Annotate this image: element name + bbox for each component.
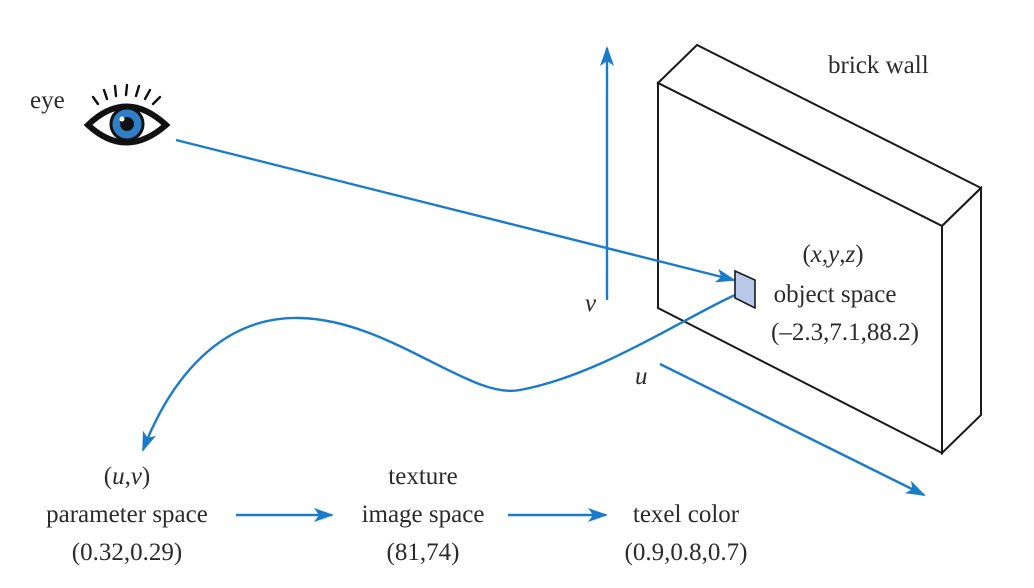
image-space-label: image space: [362, 501, 485, 528]
mapping-curve-arrow: [141, 293, 736, 452]
eye-label: eye: [30, 87, 65, 114]
texture-label: texture: [388, 463, 457, 490]
parameter-uv-label: (u,v): [104, 463, 151, 490]
u-axis-arrow: [659, 362, 926, 497]
parameter-space-label: parameter space: [46, 501, 208, 528]
object-space-patch: [734, 269, 756, 310]
brick-wall: [656, 43, 983, 456]
parameter-coords-label: (0.32,0.29): [72, 539, 182, 566]
image-coords-label: (81,74): [387, 539, 460, 566]
eye-icon: [83, 83, 171, 146]
eye-ray-arrow: [175, 138, 736, 283]
object-xyz-label: (x,y,z): [802, 241, 863, 268]
u-axis-label: u: [635, 363, 648, 390]
brick-wall-label: brick wall: [828, 52, 929, 79]
v-axis-label: v: [585, 290, 597, 317]
texel-color-label: texel color: [633, 501, 740, 528]
object-coords-label: (–2.3,7.1,88.2): [771, 319, 919, 346]
brick-wall-side-face: [941, 185, 982, 456]
texel-coords-label: (0.9,0.8,0.7): [625, 539, 748, 566]
brick-wall-front-face: [657, 81, 943, 455]
object-space-label: object space: [774, 281, 897, 308]
